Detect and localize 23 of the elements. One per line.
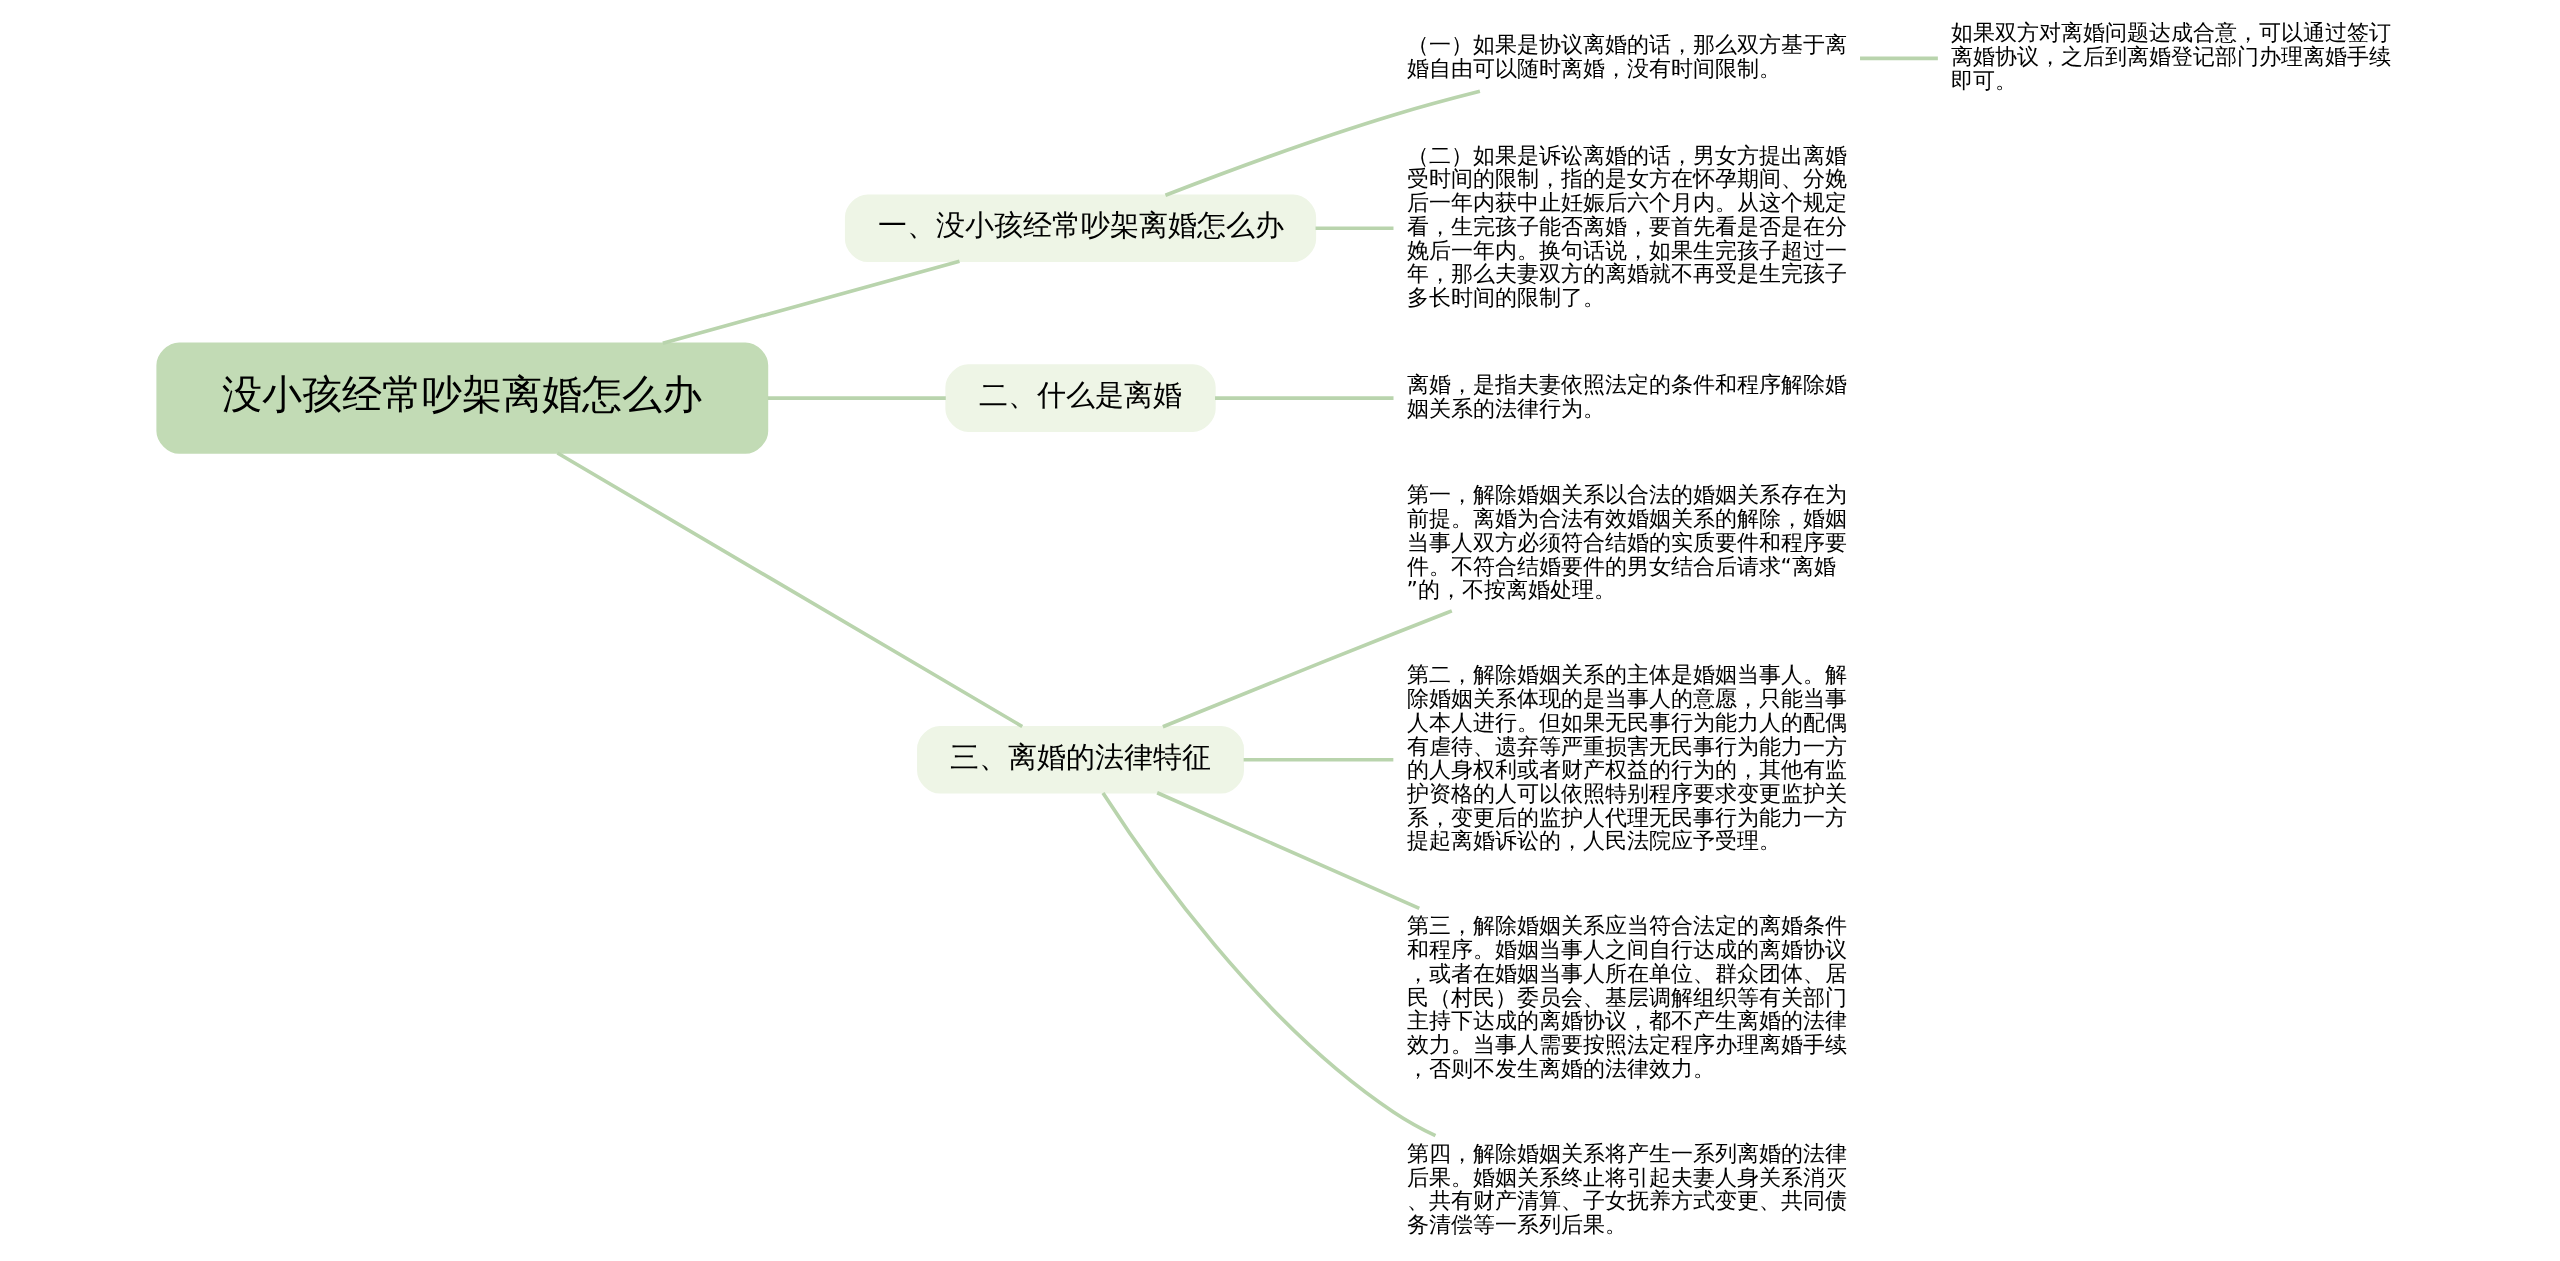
node-text: 离婚，是指夫妻依照法定的条件和程序解除婚姻关系的法律行为。 [1406,371,1847,421]
connector [1100,792,1436,1138]
node-box: 一、没小孩经常吵架离婚怎么办 [844,194,1316,263]
connector [1859,56,1938,61]
connector [1164,89,1480,197]
node-text: 第三，解除婚姻关系应当符合法定的离婚条件和程序。婚姻当事人之间自行达成的离婚协议，或者在婚姻当事人所在单位、群众团体、居民（村民）委员会、基层调解组织等有关部门主持下达成的离婚协议，都不产生离婚的法律效力。当事人需要按照法定程序办理离婚手续，否则不发生离婚的法律效力。 [1406,913,1847,1081]
node-text: 如果双方对离婚问题达成合意，可以通过签订离婚协议，之后到离婚登记部门办理离婚手续即可。 [1950,20,2391,93]
connector [767,396,946,400]
node-text: 第二，解除婚姻关系的主体是婚姻当事人。解除婚姻关系体现的是当事人的意愿，只能当事人本人进行。但如果无民事行为能力人的配偶有虐待、遗弃等严重损害无民事行为能力一方的人身权利或者财产权益的行为的，其他有监护资格的人可以依照特别程序要求变更监护关系，变更后的监护人代理无民事行为能力一方提起离婚诉讼的，人民法院应予受理。 [1406,662,1847,854]
connector [556,451,1023,729]
node-text: 第四，解除婚姻关系将产生一系列离婚的法律后果。婚姻关系终止将引起夫妻人身关系消灭、共有财产清算、子女抚养方式变更、共同债务清偿等一系列后果。 [1406,1140,1847,1237]
node-box: 三、离婚的法律特征 [916,725,1244,794]
node-box: 没小孩经常吵架离婚怎么办 [155,342,768,454]
node-text: 第一，解除婚姻关系以合法的婚姻关系存在为前提。离婚为合法有效婚姻关系的解除，婚姻当事人双方必须符合结婚的实质要件和程序要件。不符合结婚要件的男女结合后请求“离婚”的，不按离婚处理。 [1406,482,1847,603]
connector [1155,791,1420,910]
node-box: 二、什么是离婚 [944,364,1216,432]
connector [1315,226,1393,231]
connector [1161,609,1452,729]
node-text: （一）如果是协议离婚的话，那么双方基于离婚自由可以随时离婚，没有时间限制。 [1406,32,1847,81]
connector [661,259,960,345]
connector [1214,396,1393,400]
node-text: （二）如果是诉讼离婚的话，男女方提出离婚受时间的限制，指的是女方在怀孕期间、分娩后一年内获中止妊娠后六个月内。从这个规定看，生完孩子能否离婚，要首先看是否是在分娩后一年内。换句话说，如果生完孩子超过一年，那么夫妻双方的离婚就不再受是生完孩子多长时间的限制了。 [1406,142,1847,311]
connector [1243,757,1393,762]
